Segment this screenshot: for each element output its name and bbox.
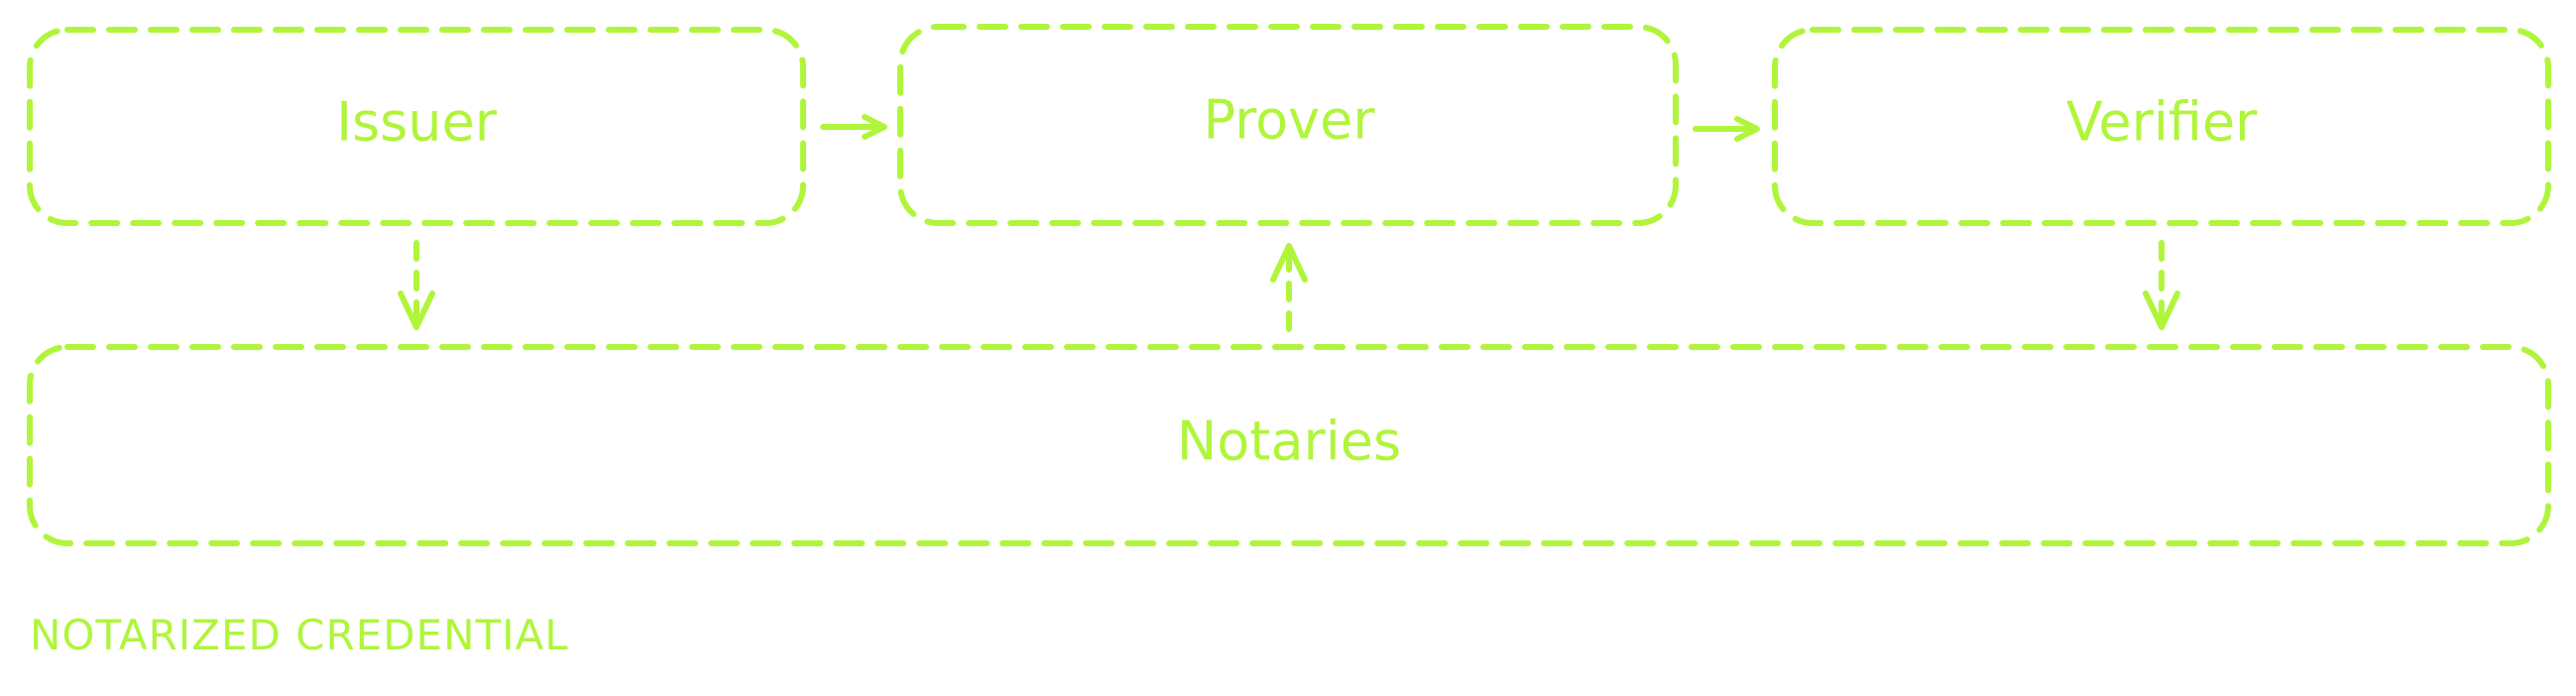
arrow-notaries-to-prover	[1270, 243, 1308, 332]
prover-box	[897, 24, 1679, 226]
issuer-box	[27, 27, 806, 226]
issuer-node: Issuer	[27, 27, 806, 226]
verifier-label: Verifier	[2066, 91, 2258, 154]
notaries-label: Notaries	[1177, 410, 1401, 473]
prover-label: Prover	[1203, 89, 1375, 152]
notaries-box	[27, 344, 2551, 546]
arrow-issuer-to-notaries	[398, 240, 435, 330]
verifier-box	[1772, 27, 2551, 226]
arrow-verifier-to-notaries-head	[2143, 290, 2180, 330]
prover-node: Prover	[897, 24, 1679, 226]
arrow-issuer-to-prover-head	[862, 114, 887, 140]
verifier-node: Verifier	[1772, 27, 2551, 226]
arrow-verifier-to-notaries	[2143, 240, 2180, 330]
diagram-caption: NOTARIZED CREDENTIAL	[30, 611, 569, 659]
issuer-label: Issuer	[336, 91, 498, 154]
arrow-issuer-to-prover	[820, 114, 887, 140]
arrow-issuer-to-notaries-head	[398, 290, 435, 330]
arrow-prover-to-verifier	[1693, 116, 1760, 142]
arrow-prover-to-verifier-head	[1734, 116, 1760, 142]
arrow-notaries-to-prover-head	[1270, 243, 1308, 283]
notaries-node: Notaries	[27, 344, 2551, 546]
